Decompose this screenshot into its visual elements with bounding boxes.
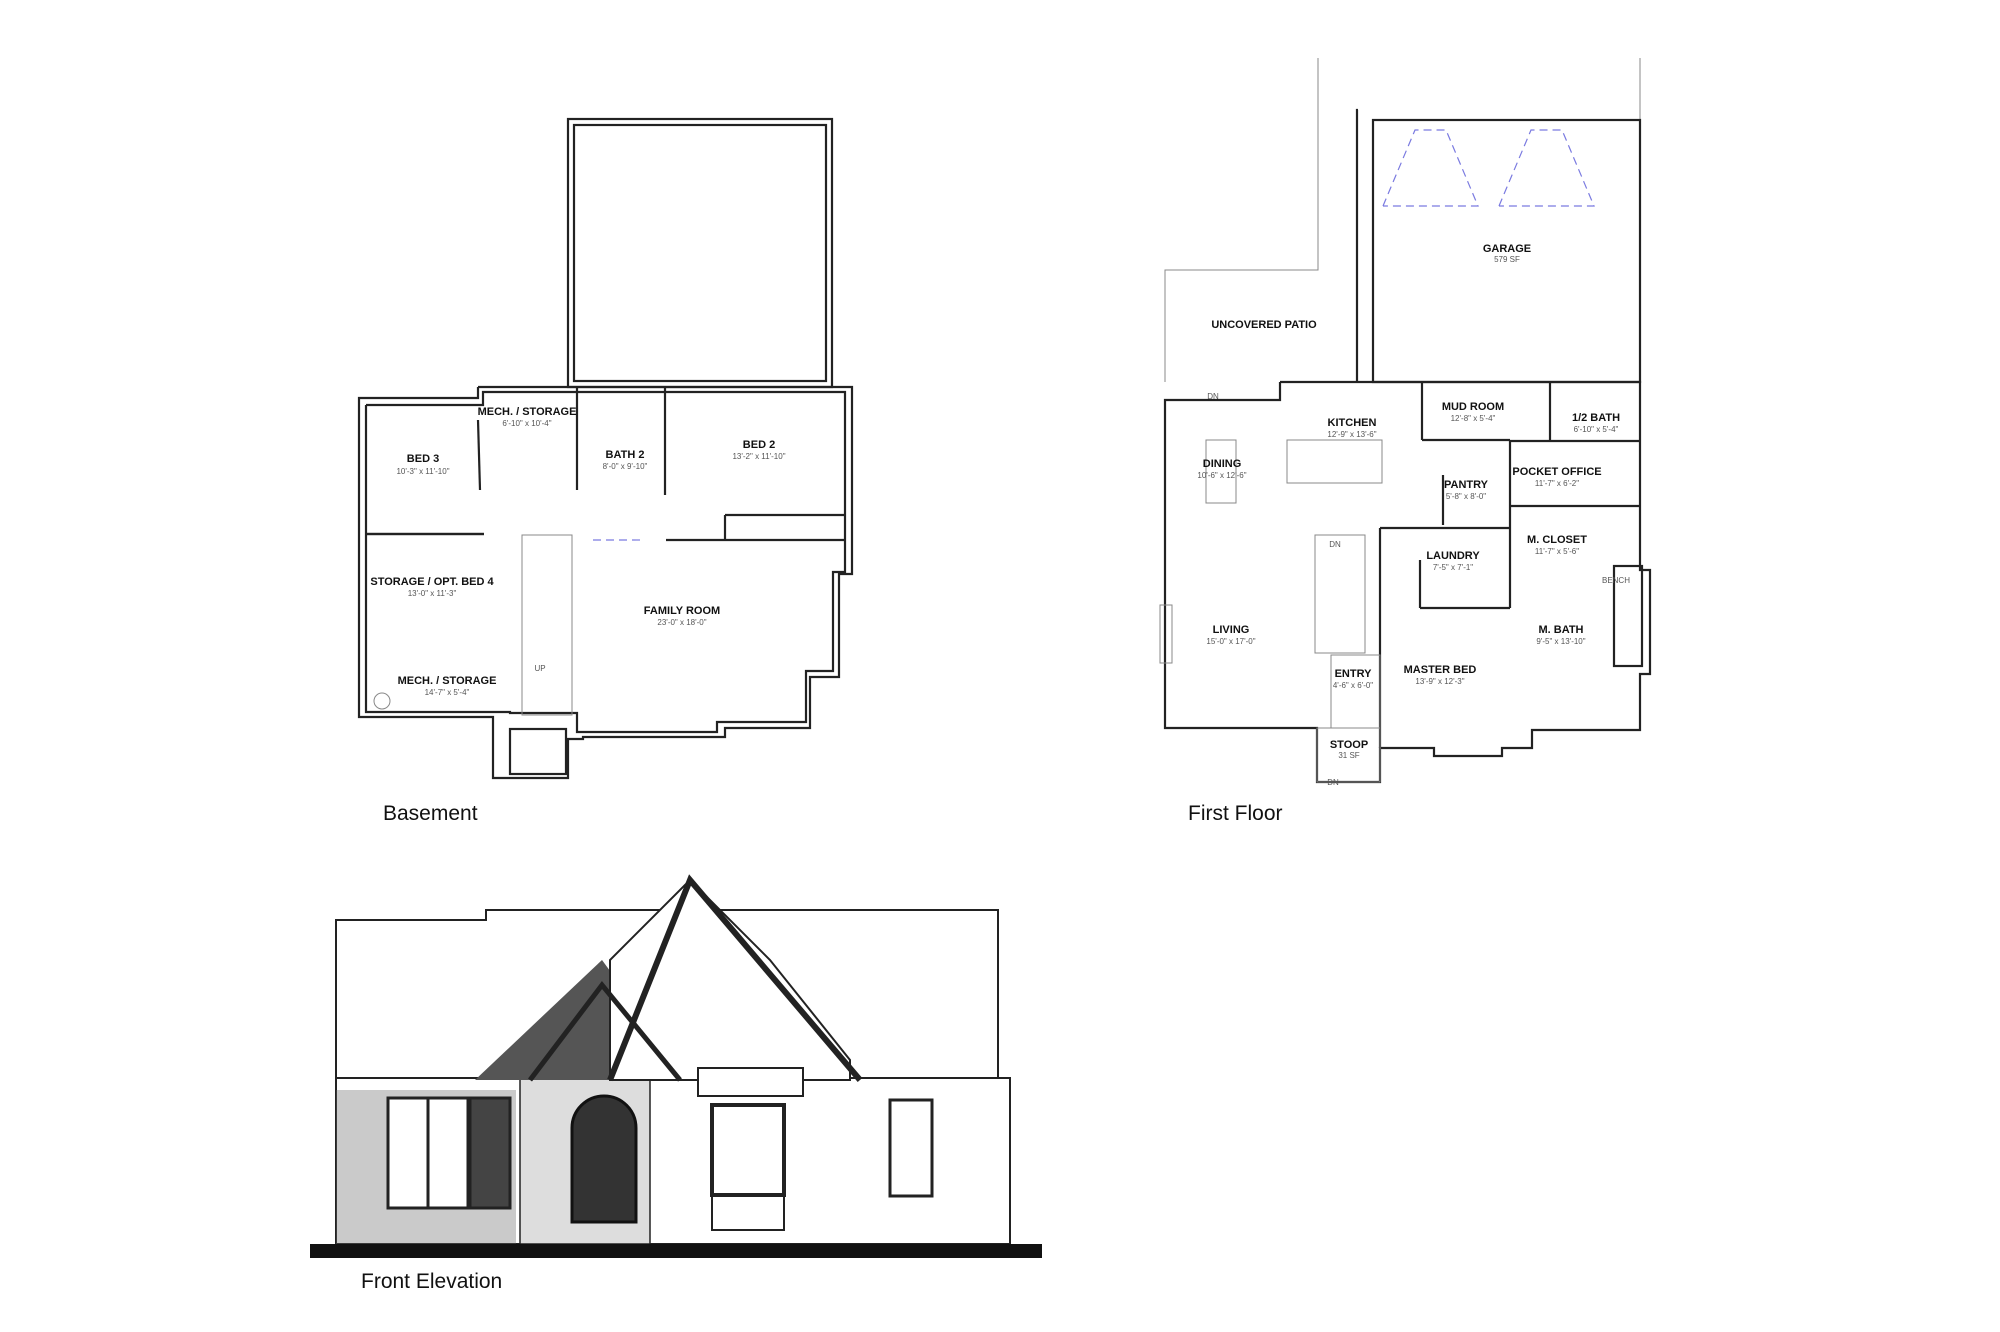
- svg-text:9'-5" x 13'-10": 9'-5" x 13'-10": [1536, 637, 1585, 646]
- svg-text:6'-10" x 10'-4": 6'-10" x 10'-4": [502, 419, 551, 428]
- kitchen-island: [1286, 439, 1383, 484]
- svg-text:8'-0" x 9'-10": 8'-0" x 9'-10": [603, 462, 648, 471]
- first-floor-stair: [1314, 534, 1366, 654]
- svg-text:14'-7" x 5'-4": 14'-7" x 5'-4": [425, 688, 470, 697]
- stair-up-label: UP: [534, 664, 545, 673]
- svg-text:POCKET OFFICE: POCKET OFFICE: [1512, 466, 1601, 478]
- svg-text:10'-3" x 11'-10": 10'-3" x 11'-10": [396, 467, 449, 476]
- svg-text:PANTRY: PANTRY: [1444, 479, 1489, 491]
- svg-text:13'-2" x 11'-10": 13'-2" x 11'-10": [732, 452, 785, 461]
- window-right: [888, 1098, 934, 1198]
- svg-text:LAUNDRY: LAUNDRY: [1426, 550, 1480, 562]
- svg-text:579 SF: 579 SF: [1494, 255, 1520, 264]
- ground-line: [310, 1244, 1042, 1258]
- svg-text:13'-0" x 11'-3": 13'-0" x 11'-3": [408, 589, 457, 598]
- svg-text:DINING: DINING: [1203, 458, 1242, 470]
- svg-text:11'-7" x 5'-6": 11'-7" x 5'-6": [1535, 547, 1579, 556]
- svg-text:BED 2: BED 2: [743, 439, 775, 451]
- svg-text:13'-9" x 12'-3": 13'-9" x 12'-3": [1415, 677, 1464, 686]
- svg-text:LIVING: LIVING: [1213, 624, 1250, 636]
- svg-text:BED 3: BED 3: [407, 453, 439, 465]
- svg-text:BENCH: BENCH: [1602, 576, 1630, 585]
- svg-text:STORAGE / OPT. BED 4: STORAGE / OPT. BED 4: [370, 576, 494, 588]
- svg-text:12'-9" x 13'-6": 12'-9" x 13'-6": [1327, 430, 1376, 439]
- svg-text:GARAGE: GARAGE: [1483, 243, 1531, 255]
- svg-text:STOOP: STOOP: [1330, 739, 1368, 751]
- svg-text:DN: DN: [1207, 392, 1219, 401]
- basement-plan: UP BED 3 10'-3" x 11'-10" MECH. / STORAGE…: [357, 117, 854, 825]
- svg-text:DN: DN: [1329, 540, 1341, 549]
- front-door: [570, 1094, 638, 1224]
- svg-text:MASTER BED: MASTER BED: [1404, 664, 1477, 676]
- svg-text:31 SF: 31 SF: [1338, 751, 1359, 760]
- basement-title: Basement: [383, 802, 478, 825]
- svg-text:7'-5" x 7'-1": 7'-5" x 7'-1": [1433, 563, 1473, 572]
- svg-text:4'-6" x 6'-0": 4'-6" x 6'-0": [1333, 681, 1373, 690]
- svg-text:MECH. / STORAGE: MECH. / STORAGE: [398, 675, 497, 687]
- window-left-2: [468, 1096, 512, 1210]
- svg-text:MECH. / STORAGE: MECH. / STORAGE: [478, 406, 577, 418]
- svg-text:KITCHEN: KITCHEN: [1328, 417, 1377, 429]
- svg-text:ENTRY: ENTRY: [1335, 668, 1373, 680]
- svg-text:M. BATH: M. BATH: [1538, 624, 1583, 636]
- svg-text:10'-6" x 12'-6": 10'-6" x 12'-6": [1197, 471, 1246, 480]
- first-floor-title: First Floor: [1188, 802, 1283, 825]
- basement-room-labels: BED 310'-3" x 11'-10" MECH. / STORAGE6'-…: [370, 406, 785, 697]
- svg-text:6'-10" x 5'-4": 6'-10" x 5'-4": [1574, 425, 1619, 434]
- svg-text:BATH 2: BATH 2: [606, 449, 645, 461]
- svg-text:12'-8" x 5'-4": 12'-8" x 5'-4": [1451, 414, 1496, 423]
- svg-text:5'-8" x 8'-0": 5'-8" x 8'-0": [1446, 492, 1486, 501]
- basement-garage-foundation: [566, 117, 834, 389]
- svg-text:1/2 BATH: 1/2 BATH: [1572, 412, 1620, 424]
- first-floor-outer-wall: [1163, 380, 1652, 784]
- svg-text:MUD ROOM: MUD ROOM: [1442, 401, 1504, 413]
- basement-stair: [521, 534, 573, 716]
- svg-text:M. CLOSET: M. CLOSET: [1527, 534, 1587, 546]
- svg-text:23'-0" x 18'-0": 23'-0" x 18'-0": [657, 618, 706, 627]
- front-elevation: Front Elevation: [310, 874, 1042, 1293]
- svg-text:FAMILY ROOM: FAMILY ROOM: [644, 605, 720, 617]
- svg-text:11'-7" x 6'-2": 11'-7" x 6'-2": [1535, 479, 1579, 488]
- svg-text:UNCOVERED PATIO: UNCOVERED PATIO: [1211, 319, 1317, 331]
- svg-text:15'-0" x 17'-0": 15'-0" x 17'-0": [1206, 637, 1255, 646]
- window-center: [710, 1103, 786, 1197]
- elevation-title: Front Elevation: [361, 1270, 502, 1293]
- basement-outer-wall: [357, 385, 854, 780]
- svg-text:DN: DN: [1327, 778, 1339, 787]
